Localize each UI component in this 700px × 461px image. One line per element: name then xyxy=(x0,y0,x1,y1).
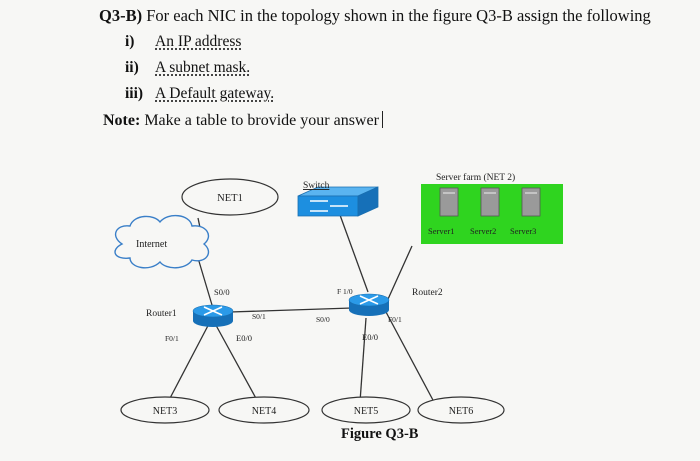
server3-label: Server3 xyxy=(510,226,536,236)
item-number: ii) xyxy=(125,59,139,76)
link-router1-router2 xyxy=(229,307,353,313)
question-text: For each NIC in the topology shown in th… xyxy=(146,6,651,25)
item-text: A Default gateway. xyxy=(155,85,275,102)
internet-cloud-icon xyxy=(114,215,210,269)
net6-label: NET6 xyxy=(449,406,473,417)
net5-label: NET5 xyxy=(354,406,378,417)
port-r1-f01: F0/1 xyxy=(165,334,179,343)
net5-ellipse xyxy=(321,396,411,424)
note-line: Note: Make a table to brovide your answe… xyxy=(103,111,383,130)
link-router2-serverfarm xyxy=(383,245,413,309)
server1-label: Server1 xyxy=(428,226,454,236)
link-router1-net3 xyxy=(167,317,213,403)
server2-icon xyxy=(480,187,500,217)
question-item-ip: i) An IP address xyxy=(125,33,241,51)
switch-label: Switch xyxy=(303,181,330,191)
server2-label: Server2 xyxy=(470,226,496,236)
port-r1-s01: S0/1 xyxy=(252,312,266,321)
text-cursor xyxy=(381,111,383,128)
router2-label: Router2 xyxy=(412,288,443,298)
item-text: An IP address xyxy=(155,33,242,50)
port-r1-e00: E0/0 xyxy=(236,333,252,343)
link-router1-net4 xyxy=(211,317,259,403)
item-number: iii) xyxy=(125,85,144,102)
link-router2-net5 xyxy=(359,317,367,403)
net1-label: NET1 xyxy=(217,193,243,204)
server-farm-label: Server farm (NET 2) xyxy=(436,172,515,183)
net3-label: NET3 xyxy=(153,406,177,417)
port-r2-f01: F0/1 xyxy=(388,315,402,324)
link-internet-router1 xyxy=(197,257,213,306)
item-text: A subnet mask. xyxy=(155,59,251,76)
note-text: Make a table to brovide your answer xyxy=(144,112,379,129)
port-r2-s00: S0/0 xyxy=(316,315,330,324)
router1-icon xyxy=(192,304,234,327)
router1-label: Router1 xyxy=(146,309,177,319)
server3-icon xyxy=(521,187,541,217)
link-switch-router2 xyxy=(339,214,369,293)
question-item-gateway: iii) A Default gateway. xyxy=(125,85,274,103)
net1-ellipse xyxy=(181,178,279,216)
links xyxy=(167,214,435,403)
question-label: Q3-B) xyxy=(99,6,143,25)
item-number: i) xyxy=(125,33,135,50)
question-item-subnet: ii) A subnet mask. xyxy=(125,59,250,77)
port-r1-s00: S0/0 xyxy=(214,287,230,297)
net3-ellipse xyxy=(120,396,210,424)
net4-label: NET4 xyxy=(252,406,276,417)
router2-icon xyxy=(348,293,390,316)
question-title: Q3-B) For each NIC in the topology shown… xyxy=(99,6,651,26)
link-router2-net6 xyxy=(385,311,435,403)
port-r2-e00: E0/0 xyxy=(362,332,378,342)
net4-ellipse xyxy=(218,396,310,424)
switch-icon xyxy=(297,186,379,217)
note-label: Note: xyxy=(103,112,141,129)
figure-caption: Figure Q3-B xyxy=(341,426,419,442)
port-r2-f10: F 1/0 xyxy=(337,287,353,296)
server1-icon xyxy=(439,187,459,217)
net6-ellipse xyxy=(417,396,505,424)
internet-label: Internet xyxy=(136,239,167,250)
